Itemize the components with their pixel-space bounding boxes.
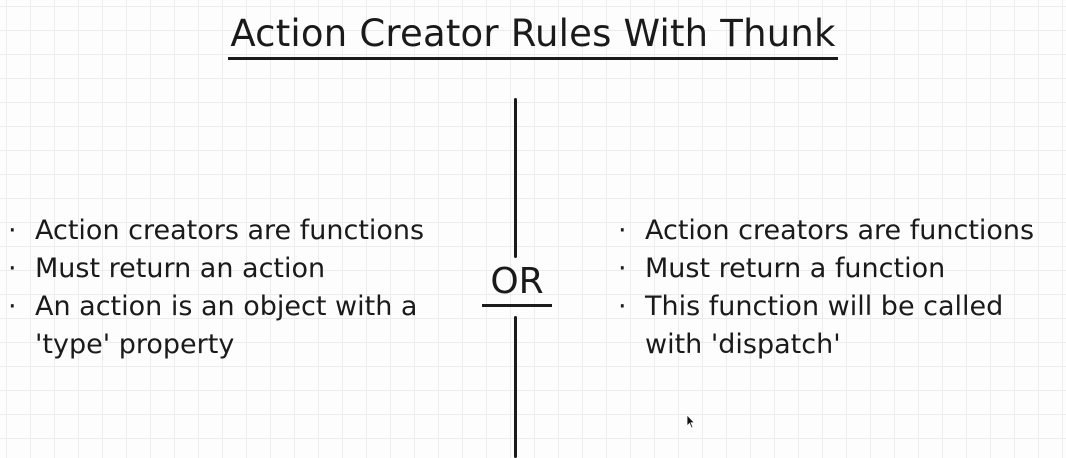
list-item: · Action creators are functions [618,212,1064,250]
or-underline [482,304,552,307]
list-item: · Must return a function [618,250,1064,288]
list-item: · Action creators are functions [8,212,468,250]
list-item-text: An action is an object with a [35,291,418,322]
bullet-icon: · [8,215,17,246]
bullet-icon: · [618,253,627,284]
or-label: OR [490,261,544,302]
mouse-pointer-icon [686,414,696,434]
list-item-continuation: 'type' property [35,329,235,360]
divider-line-top [514,98,517,258]
list-item-text: Must return an action [35,253,326,284]
list-item-text: Action creators are functions [35,215,425,246]
list-item-text: Must return a function [645,253,946,284]
list-item: · This function will be called with 'dis… [618,288,1064,364]
rules-list-without-thunk: · Action creators are functions · Must r… [8,212,468,364]
bullet-icon: · [8,291,17,322]
slide-title-text: Action Creator Rules With Thunk [228,13,838,60]
bullet-icon: · [8,253,17,284]
list-item: · An action is an object with a 'type' p… [8,288,468,364]
bullet-icon: · [618,215,627,246]
list-item-text: Action creators are functions [645,215,1035,246]
list-item-text: This function will be called [645,291,1004,322]
bullet-icon: · [618,291,627,322]
divider-line-bottom [514,316,517,458]
list-item: · Must return an action [8,250,468,288]
list-item-continuation: with 'dispatch' [645,329,841,360]
slide-title: Action Creator Rules With Thunk [0,10,1066,60]
rules-list-with-thunk: · Action creators are functions · Must r… [618,212,1064,364]
